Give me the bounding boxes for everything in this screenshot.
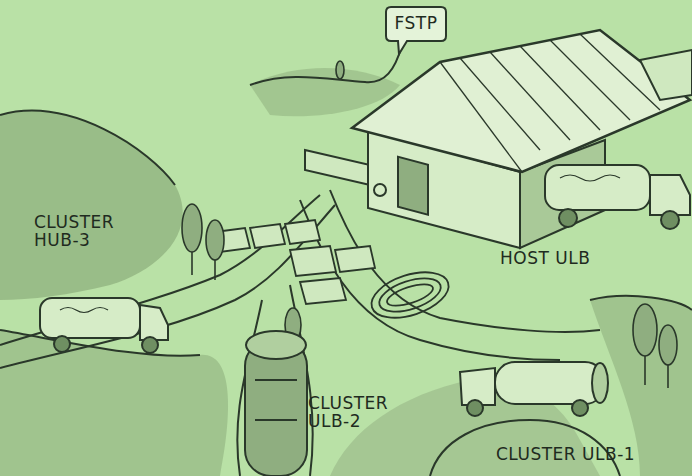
tree-trunk (644, 356, 646, 385)
pond-ring (385, 280, 436, 310)
tree-trunk (667, 365, 669, 388)
drying-bed (335, 246, 375, 272)
tree (182, 204, 202, 252)
tree (633, 304, 657, 356)
truck-tank (545, 165, 650, 210)
callout-bubble: FSTP (385, 6, 447, 42)
truck-wheel (54, 336, 70, 352)
tree (659, 325, 677, 365)
callout-text: FSTP (395, 15, 438, 33)
truck-cab (140, 305, 168, 340)
roof-hatching (440, 34, 660, 172)
tree (336, 61, 344, 79)
trees (182, 61, 677, 388)
hill-outline (0, 111, 175, 185)
hatch-line (520, 46, 600, 130)
bubble-shape (386, 7, 446, 54)
truck-wheel (467, 400, 483, 416)
place-label: CLUSTER ULB-1 (496, 446, 692, 464)
truck (40, 298, 168, 353)
tank-end (246, 331, 306, 359)
tree-trunk (214, 260, 216, 280)
truck (245, 331, 307, 476)
truck-scribble (60, 308, 108, 313)
place-label: CLUSTER ULB-2 (308, 395, 408, 431)
hill-wash (0, 330, 228, 476)
tank-end (592, 363, 608, 403)
building-door (398, 157, 428, 215)
drying-bed (250, 224, 285, 248)
truck-wheel (559, 209, 577, 227)
truck-cab (650, 175, 690, 215)
tree (206, 220, 224, 260)
hill-wash (0, 111, 183, 300)
truck-scribble (560, 175, 620, 181)
truck-wheel (142, 337, 158, 353)
oval-pond (366, 264, 454, 327)
road-edge (0, 205, 335, 368)
hill-outline (250, 45, 402, 85)
truck (545, 165, 690, 229)
tree-trunk (191, 252, 193, 275)
truck-tank (245, 340, 307, 476)
tank-band (255, 419, 297, 421)
tank-band (255, 379, 297, 381)
truck-tank (40, 298, 140, 338)
canopy (305, 150, 370, 185)
place-label: CLUSTER HUB-3 (34, 214, 144, 250)
drying-bed (290, 246, 336, 276)
truck-wheel (661, 211, 679, 229)
drying-bed (300, 278, 346, 304)
truck-wheel (572, 400, 588, 416)
roof-ridge (440, 62, 522, 172)
hatch-line (550, 40, 630, 120)
building-vent (374, 184, 386, 196)
pond-ring (375, 272, 445, 318)
treatment-beds (215, 220, 375, 304)
truck (460, 362, 608, 416)
road-edge (0, 195, 320, 345)
roof (352, 30, 690, 172)
place-label: HOST ULB (500, 250, 620, 268)
shed (640, 50, 692, 100)
drying-bed (285, 220, 320, 244)
truck-tank (495, 362, 605, 404)
hatch-line (490, 52, 570, 140)
pond-ring (366, 264, 454, 327)
